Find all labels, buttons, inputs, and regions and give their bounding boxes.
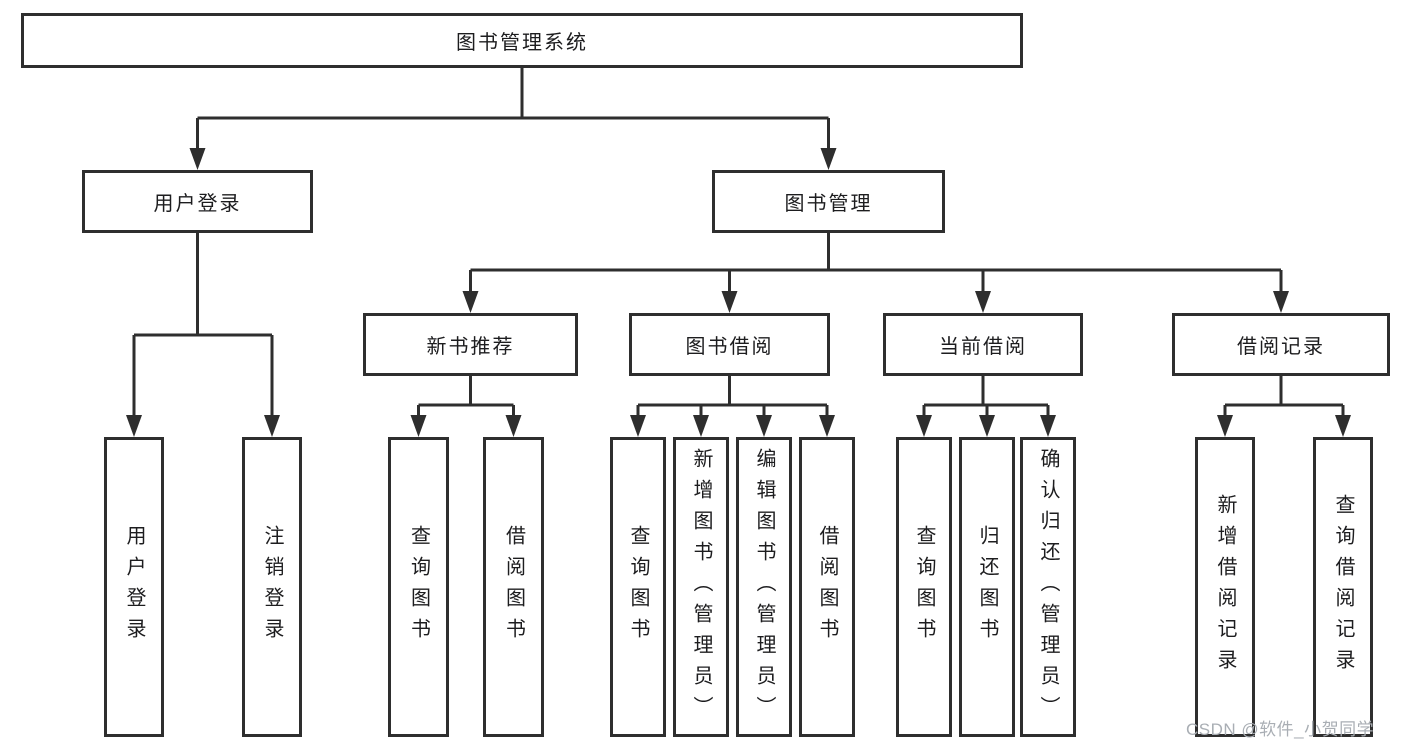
leaf-borrow-query-books: 查询图书 [610,437,666,737]
leaf-label: 新增图书（管理员） [690,447,712,727]
leaf-label: 查询图书 [627,525,649,649]
leaf-label: 注销登录 [261,525,283,649]
node-book-borrowing: 图书借阅 [629,313,830,376]
leaf-borrow-borrow-books: 借阅图书 [799,437,855,737]
node-label: 图书借阅 [685,336,774,358]
leaf-current-query-books: 查询图书 [896,437,952,737]
leaf-newbook-borrow-books: 借阅图书 [483,437,544,737]
leaf-label: 确认归还（管理员） [1037,447,1059,727]
connector-root-to-level2 [189,68,837,170]
node-book-management: 图书管理 [712,170,945,233]
leaf-label: 查询借阅记录 [1332,494,1354,680]
connector-borrowing-records-children [1217,376,1351,437]
leaf-current-return-books: 归还图书 [959,437,1015,737]
connector-user-login-children [126,233,280,437]
leaf-label: 新增借阅记录 [1214,494,1236,680]
connector-new-book-recommendation-children [410,376,522,437]
leaf-label: 借阅图书 [502,525,525,649]
node-label: 当前借阅 [939,336,1027,358]
leaf-label: 归还图书 [976,525,998,649]
leaf-borrow-edit-books-admin: 编辑图书（管理员） [736,437,792,737]
connector-book-management-to-level3 [462,233,1289,313]
node-new-book-recommendation: 新书推荐 [363,313,578,376]
node-label: 借阅记录 [1237,336,1325,358]
node-borrowing-records: 借阅记录 [1172,313,1390,376]
node-library-management-system: 图书管理系统 [21,13,1023,68]
leaf-label: 编辑图书（管理员） [753,447,775,727]
leaf-records-add-borrow-record: 新增借阅记录 [1195,437,1255,737]
node-label: 新书推荐 [426,336,515,358]
leaf-records-query-borrow-record: 查询借阅记录 [1313,437,1373,737]
node-user-login: 用户登录 [82,170,313,233]
leaf-label: 查询图书 [913,525,935,649]
leaf-current-confirm-return-admin: 确认归还（管理员） [1020,437,1076,737]
leaf-user-login: 用户登录 [104,437,164,737]
leaf-label: 用户登录 [123,525,145,649]
node-label: 图书管理 [784,193,873,215]
leaf-newbook-query-books: 查询图书 [388,437,449,737]
csdn-watermark: CSDN @软件_小贺同学 [1186,720,1375,739]
leaf-label: 借阅图书 [816,525,838,649]
leaf-logout-login: 注销登录 [242,437,302,737]
node-label: 图书管理系统 [456,32,588,54]
node-current-borrowing: 当前借阅 [883,313,1083,376]
node-label: 用户登录 [153,193,242,215]
leaf-label: 查询图书 [407,525,430,649]
connector-book-borrowing-children [630,376,835,437]
leaf-borrow-add-books-admin: 新增图书（管理员） [673,437,729,737]
connector-current-borrowing-children [916,376,1056,437]
